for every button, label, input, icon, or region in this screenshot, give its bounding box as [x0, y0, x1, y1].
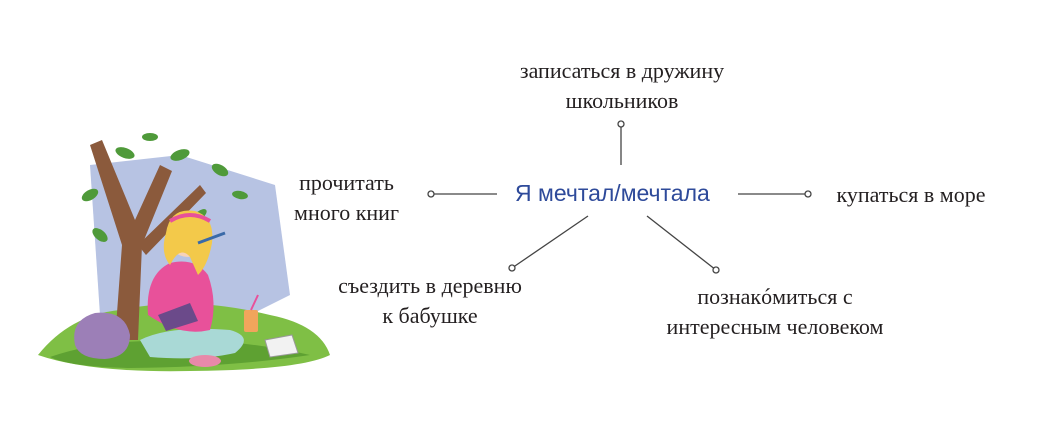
connector-dot-more: [804, 190, 812, 198]
idea-knigi-line-1: прочитать: [299, 170, 394, 195]
connector-chelovek: [646, 215, 717, 271]
center-node: Я мечтал/мечтала: [515, 180, 710, 206]
idea-more-line-1: купаться в море: [836, 182, 986, 207]
connector-derevnya: [511, 215, 589, 269]
idea-knigi-line-2: много книг: [294, 200, 399, 225]
idea-chelovek-line-1: познакóмиться с: [697, 284, 853, 309]
connector-dot-derevnya: [508, 264, 516, 272]
idea-derevnya: съездить в деревню к бабушке: [314, 271, 546, 331]
girl-reading-illustration: [38, 133, 330, 372]
idea-more: купаться в море: [818, 180, 1004, 210]
idea-chelovek: познакóмиться с интересным человеком: [640, 282, 910, 342]
connector-dot-knigi: [427, 190, 435, 198]
idea-chelovek-line-2: интересным человеком: [666, 314, 884, 339]
connector-dot-chelovek: [712, 266, 720, 274]
idea-druzhina-line-2: школьников: [565, 88, 679, 113]
connector-dot-druzhina: [617, 120, 625, 128]
idea-derevnya-line-1: съездить в деревню: [338, 273, 522, 298]
idea-knigi: прочитать много книг: [275, 168, 418, 228]
idea-derevnya-line-2: к бабушке: [382, 303, 478, 328]
idea-druzhina-line-1: записаться в дружину: [519, 58, 725, 83]
idea-druzhina: записаться в дружину школьников: [494, 56, 750, 116]
